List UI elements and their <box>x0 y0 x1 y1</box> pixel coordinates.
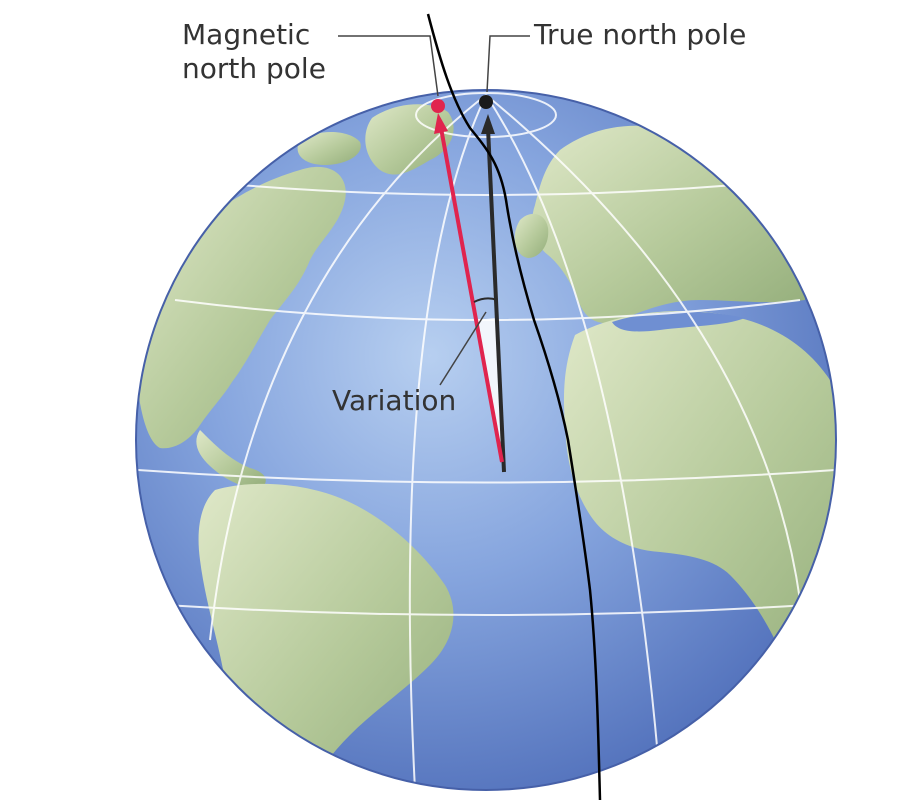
magnetic-label-line1: Magnetic <box>182 18 311 51</box>
landmass-british-isles <box>514 213 549 258</box>
latitude-line-3 <box>137 469 836 484</box>
true-north-arrowhead <box>481 114 495 134</box>
latitude-arctic <box>415 92 557 138</box>
landmass-greenland <box>365 104 454 175</box>
variation-leader-line <box>439 311 487 386</box>
latitude-line-4 <box>164 604 809 616</box>
longitude-line-3 <box>209 94 487 641</box>
hand-drawn-line <box>426 13 602 800</box>
latitude-line-1 <box>239 184 736 196</box>
magnetic-north-pole-label: Magnetic north pole <box>182 18 326 86</box>
magnetic-label-line2: north pole <box>182 52 326 85</box>
longitude-line-4 <box>485 94 801 601</box>
mediterranean-sea <box>612 311 745 332</box>
globe-outline <box>135 89 837 791</box>
magnetic-north-pole-dot <box>431 99 445 113</box>
landmass-arctic-islands <box>297 131 361 165</box>
variation-arc <box>473 297 498 303</box>
true-north-leader-line <box>486 35 530 93</box>
true-north-pole-dot <box>479 95 493 109</box>
magnetic-leader-line <box>338 35 439 97</box>
landmass-central-america <box>196 430 266 489</box>
landmass-africa <box>564 311 836 700</box>
true-north-pole-label: True north pole <box>534 18 747 51</box>
longitude-line-1 <box>408 94 487 790</box>
longitude-line-2 <box>485 94 661 781</box>
magnetic-north-arrowhead <box>434 113 448 134</box>
magnetic-north-arrow <box>439 127 504 463</box>
variation-label: Variation <box>332 384 457 417</box>
